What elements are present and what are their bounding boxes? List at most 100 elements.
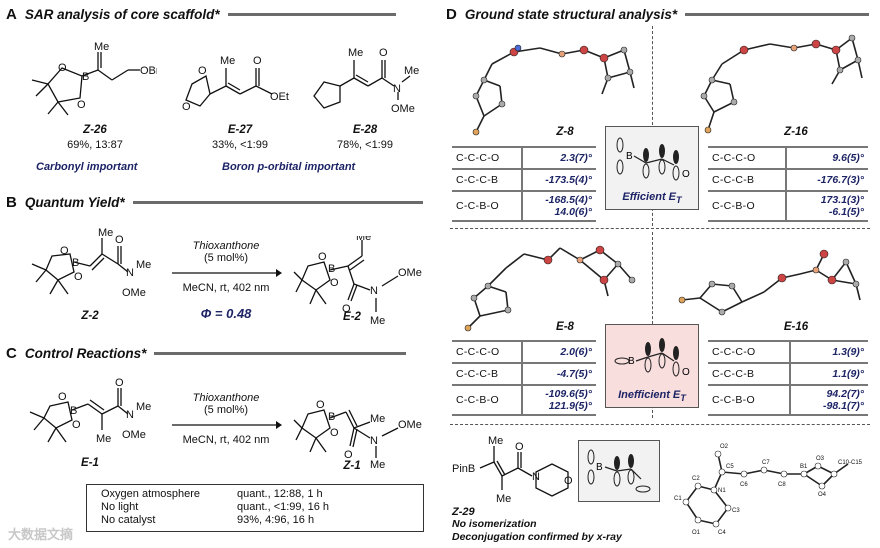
svg-text:O: O bbox=[564, 475, 573, 487]
dihedral-label: C-C-C-B bbox=[452, 168, 523, 192]
svg-text:O: O bbox=[330, 427, 339, 439]
svg-text:O: O bbox=[60, 245, 69, 257]
orbital-z29-icon: B bbox=[587, 449, 651, 493]
z29-name: Z-29 bbox=[452, 506, 475, 518]
e27-name: E-27 bbox=[227, 124, 253, 136]
svg-text:Me: Me bbox=[370, 315, 385, 324]
efficient-text: Efficient E bbox=[622, 191, 676, 203]
dihedral-value: 173.1(3)°-6.1(5)° bbox=[785, 190, 868, 222]
dihedral-value-1: 94.2(7)° bbox=[826, 388, 864, 400]
svg-text:O: O bbox=[77, 99, 86, 111]
svg-text:B: B bbox=[70, 405, 77, 417]
svg-text:OMe: OMe bbox=[398, 419, 422, 431]
e8-crystal bbox=[464, 245, 636, 332]
dihedral-value-1: -168.5(4)° bbox=[545, 194, 592, 206]
svg-text:B: B bbox=[328, 411, 335, 423]
control-row-result: quant., 12:88, 1 h bbox=[237, 488, 323, 500]
xray-label: C3 bbox=[732, 508, 740, 514]
svg-text:O: O bbox=[253, 55, 262, 67]
z29-xray: O2 C5 C6 C7 C8 B1 O3 O4 C10-C15 N1 C2 C1… bbox=[674, 444, 863, 536]
e1-structure: OBO MeO NMe OMe bbox=[29, 378, 151, 445]
pinb-label: PinB bbox=[452, 463, 475, 475]
section-c-header: C Control Reactions* bbox=[6, 345, 407, 362]
dihedral-value: 1.3(9)° bbox=[789, 340, 868, 364]
svg-text:O: O bbox=[379, 47, 388, 59]
section-c-rule bbox=[154, 352, 407, 355]
dihedral-value-2: 121.9(5)° bbox=[548, 400, 592, 412]
control-row: No light quant., <1:99, 16 h bbox=[87, 501, 423, 514]
svg-text:O: O bbox=[682, 169, 690, 180]
svg-text:O: O bbox=[115, 378, 124, 389]
dihedral-value: -4.7(5)° bbox=[521, 362, 596, 386]
dihedral-label: C-C-C-O bbox=[452, 146, 523, 170]
svg-text:N: N bbox=[126, 409, 134, 421]
svg-text:O: O bbox=[515, 441, 524, 453]
svg-text:O: O bbox=[344, 449, 353, 461]
control-conditions: Thioxanthone (5 mol%) bbox=[170, 392, 282, 416]
qy-phi: Φ = 0.48 bbox=[200, 306, 252, 321]
control-table: Oxygen atmosphere quant., 12:88, 1 h No … bbox=[86, 484, 424, 532]
z29-note-1: No isomerization bbox=[452, 518, 537, 530]
svg-text:N: N bbox=[370, 435, 378, 447]
xray-label: C6 bbox=[740, 482, 748, 488]
table-row: C-C-C-B-173.5(4)° bbox=[452, 168, 596, 192]
svg-text:B: B bbox=[82, 71, 89, 83]
control-arrow bbox=[172, 421, 282, 429]
control-row-result: 93%, 4:96, 16 h bbox=[237, 514, 315, 526]
qy-arrow bbox=[172, 269, 282, 277]
qy-conditions: Thioxanthone (5 mol%) bbox=[170, 240, 282, 264]
svg-text:B: B bbox=[628, 356, 635, 367]
section-c-title: Control Reactions* bbox=[24, 346, 147, 361]
z26-result: 69%, 13:87 bbox=[67, 139, 123, 151]
table-row: C-C-C-B-176.7(3)° bbox=[708, 168, 868, 192]
xray-label: C10-C15 bbox=[838, 460, 863, 466]
watermark: 大数据文摘 bbox=[8, 527, 74, 542]
xray-label: C2 bbox=[692, 476, 700, 482]
inefficient-label: Inefficient ET bbox=[606, 389, 698, 403]
efficient-label: Efficient ET bbox=[606, 191, 698, 205]
control-row-result: quant., <1:99, 16 h bbox=[237, 501, 330, 513]
xray-label: C8 bbox=[778, 482, 786, 488]
qy-catalyst: Thioxanthone bbox=[192, 240, 260, 252]
svg-text:O: O bbox=[342, 303, 351, 315]
svg-text:O: O bbox=[58, 62, 67, 74]
svg-text:OMe: OMe bbox=[391, 103, 415, 115]
z29-note-2: Deconjugation confirmed by x-ray bbox=[452, 531, 622, 543]
qy-loading: (5 mol%) bbox=[203, 252, 248, 264]
efficient-et-box: B O Efficient ET bbox=[605, 126, 699, 210]
svg-text:Me: Me bbox=[348, 47, 363, 59]
section-a-header: A SAR analysis of core scaffold* bbox=[6, 6, 396, 23]
svg-text:O: O bbox=[58, 391, 67, 403]
z26-structure: OBO Me OBn bbox=[31, 41, 157, 116]
dihedral-label: C-C-B-O bbox=[708, 190, 787, 222]
dihedral-label: C-C-C-B bbox=[708, 362, 791, 386]
svg-text:OMe: OMe bbox=[122, 287, 146, 299]
svg-text:Me: Me bbox=[136, 401, 151, 413]
note-carbonyl: Carbonyl important bbox=[36, 161, 138, 173]
svg-text:Me: Me bbox=[96, 433, 111, 445]
control-solvent: MeCN, rt, 402 nm bbox=[182, 434, 270, 446]
svg-text:O: O bbox=[74, 271, 83, 283]
divider-low bbox=[450, 424, 870, 425]
dihedral-value-1: 173.1(3)° bbox=[820, 194, 864, 206]
inefficient-et-box: B O Inefficient ET bbox=[605, 324, 699, 408]
svg-text:Me: Me bbox=[370, 459, 385, 468]
dihedral-label: C-C-C-B bbox=[708, 168, 787, 192]
z8-crystal bbox=[472, 44, 635, 136]
inefficient-subscript: T bbox=[680, 393, 686, 404]
svg-text:OMe: OMe bbox=[122, 429, 146, 441]
dihedral-label: C-C-C-O bbox=[708, 340, 791, 364]
svg-text:O: O bbox=[316, 399, 325, 411]
z26-name: Z-26 bbox=[83, 124, 107, 136]
xray-label: N1 bbox=[718, 488, 726, 494]
svg-text:O: O bbox=[72, 419, 81, 431]
svg-text:OBn: OBn bbox=[140, 65, 157, 77]
dihedral-value-2: -6.1(5)° bbox=[828, 206, 864, 218]
table-row: C-C-B-O-168.5(4)°14.0(6)° bbox=[452, 190, 596, 222]
